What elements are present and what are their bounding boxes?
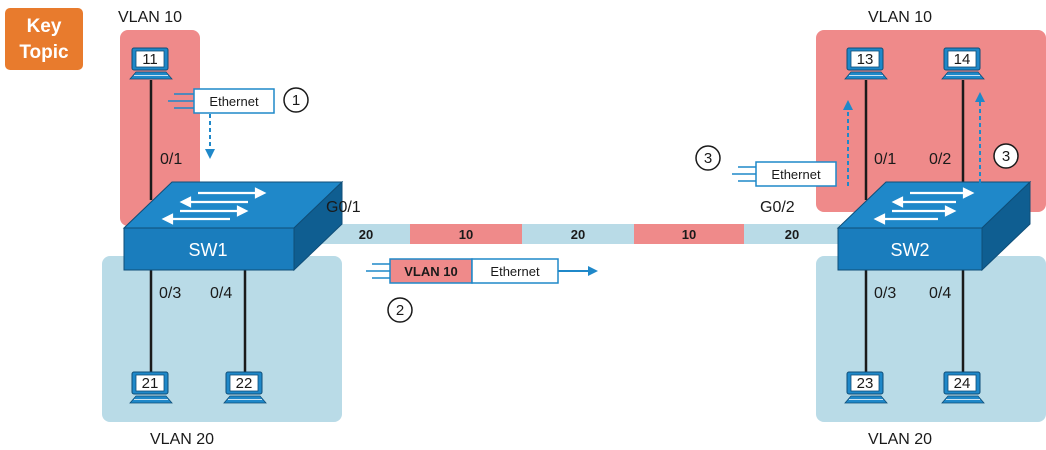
frame-1: Ethernet 1: [168, 87, 309, 159]
port-label-sw1-0-3: 0/3: [159, 285, 181, 302]
vlan-tag: [389, 258, 473, 284]
pc-number: 22: [236, 375, 253, 392]
frame-3: 3 Ethernet 3: [695, 92, 1019, 190]
step-2-badge: [387, 297, 413, 323]
step-3b-number: 3: [1002, 148, 1010, 165]
switch-sw1: SW1: [122, 180, 344, 272]
port-label-sw2-0-1: 0/1: [874, 151, 896, 168]
pc-number: 11: [142, 51, 158, 68]
step-2-number: 2: [396, 302, 404, 319]
port-label-sw1-g0-1: G0/1: [326, 199, 361, 216]
trunk-segment: [634, 224, 744, 244]
motion-lines-icon: [168, 93, 194, 109]
trunk-segment: [744, 224, 840, 244]
step-1-number: 1: [292, 92, 300, 109]
step-3-number: 3: [704, 150, 712, 167]
frame-1-label: Ethernet: [209, 94, 259, 109]
vlan-label-sw2-top: VLAN 10: [868, 9, 932, 26]
trunk-segment-label: 20: [785, 227, 799, 242]
port-label-sw2-0-4: 0/4: [929, 285, 951, 302]
pc-11: 11: [129, 47, 173, 80]
motion-lines-icon: [366, 263, 390, 279]
motion-lines-icon: [732, 166, 756, 182]
port-label-sw1-0-1: 0/1: [160, 151, 182, 168]
pc-14: 14: [941, 47, 985, 80]
switch-label-sw2: SW2: [890, 240, 929, 260]
port-label-sw2-0-2: 0/2: [929, 151, 951, 168]
key-topic-badge: Key Topic: [5, 8, 83, 70]
pc-24: 24: [941, 371, 985, 404]
port-label-sw2-0-3: 0/3: [874, 285, 896, 302]
pc-number: 21: [142, 375, 159, 392]
step-3b-badge: [993, 143, 1019, 169]
switch-arrows-icon: [161, 187, 267, 225]
trunk-segment-label: 10: [682, 227, 696, 242]
pc-number: 23: [857, 375, 874, 392]
pc-13: 13: [844, 47, 888, 80]
vlan-tag-label: VLAN 10: [404, 264, 457, 279]
frame-3-label: Ethernet: [771, 167, 821, 182]
key-topic-line1: Key: [27, 16, 62, 37]
port-label-sw1-0-4: 0/4: [210, 285, 232, 302]
pc-22: 22: [223, 371, 267, 404]
vlan-label-sw1-bottom: VLAN 20: [150, 431, 214, 448]
switch-arrows-icon: [873, 187, 975, 225]
switch-sw2: SW2: [836, 180, 1032, 272]
frame-2: VLAN 10 Ethernet 2: [366, 258, 598, 323]
key-topic-line2: Topic: [19, 42, 69, 63]
pc-number: 13: [857, 51, 874, 68]
vlan-label-sw2-bottom: VLAN 20: [868, 431, 932, 448]
pc-number: 24: [954, 375, 971, 392]
pc-21: 21: [129, 371, 173, 404]
trunk-segment-label: 20: [571, 227, 585, 242]
trunk-segment-label: 20: [359, 227, 373, 242]
trunk-segment: [410, 224, 522, 244]
frame-2-label: Ethernet: [490, 264, 540, 279]
step-3-badge: [695, 145, 721, 171]
vlan-label-sw1-top: VLAN 10: [118, 9, 182, 26]
pc-23: 23: [844, 371, 888, 404]
port-label-sw2-g0-2: G0/2: [760, 199, 795, 216]
pc-number: 14: [954, 51, 971, 68]
switch-label-sw1: SW1: [188, 240, 227, 260]
trunk-segment-label: 10: [459, 227, 473, 242]
trunk-segment: [522, 224, 634, 244]
trunk-link: 20 10 20 10 20: [300, 224, 840, 244]
step-1-badge: [283, 87, 309, 113]
